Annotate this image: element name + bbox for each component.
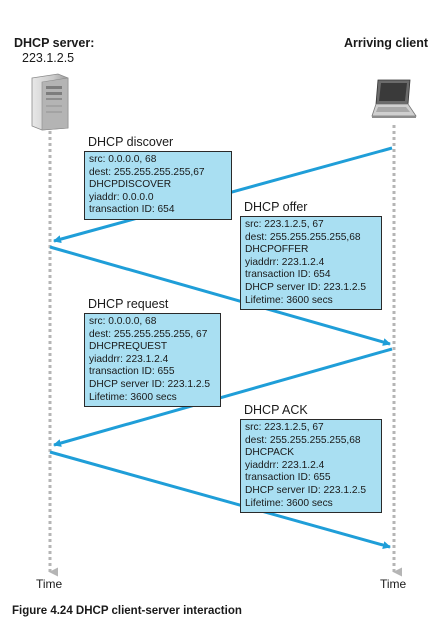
ack-line: dest: 255.255.255.255,68 bbox=[245, 434, 361, 446]
ack-box: src: 223.1.2.5, 67 dest: 255.255.255.255… bbox=[240, 419, 382, 514]
request-line: dest: 255.255.255.255, 67 bbox=[89, 328, 208, 340]
ack-line: transaction ID: 655 bbox=[245, 472, 331, 484]
request-line: yiaddrr: 223.1.2.4 bbox=[89, 353, 169, 365]
request-line: transaction ID: 655 bbox=[89, 366, 175, 378]
discover-box: src: 0.0.0.0, 68 dest: 255.255.255.255,6… bbox=[84, 151, 232, 220]
discover-line: dest: 255.255.255.255,67 bbox=[89, 166, 205, 178]
request-title: DHCP request bbox=[88, 297, 169, 311]
discover-line: DHCPDISCOVER bbox=[89, 179, 172, 191]
offer-line: yiaddrr: 223.1.2.4 bbox=[245, 256, 325, 268]
offer-box: src: 223.1.2.5, 67 dest: 255.255.255.255… bbox=[240, 216, 382, 311]
offer-line: Lifetime: 3600 secs bbox=[245, 294, 333, 306]
request-line: Lifetime: 3600 secs bbox=[89, 391, 177, 403]
discover-line: yiaddr: 0.0.0.0 bbox=[89, 191, 154, 203]
request-line: src: 0.0.0.0, 68 bbox=[89, 316, 157, 327]
ack-line: src: 223.1.2.5, 67 bbox=[245, 422, 324, 433]
server-title: DHCP server: bbox=[14, 36, 95, 50]
ack-title: DHCP ACK bbox=[244, 403, 308, 417]
client-title: Arriving client bbox=[344, 36, 429, 50]
laptop-icon bbox=[371, 79, 417, 118]
offer-line: DHCP server ID: 223.1.2.5 bbox=[245, 281, 366, 293]
figure-caption: Figure 4.24 DHCP client-server interacti… bbox=[12, 605, 242, 617]
request-box: src: 0.0.0.0, 68 dest: 255.255.255.255, … bbox=[84, 313, 221, 408]
offer-line: DHCPOFFER bbox=[245, 244, 309, 256]
client-time-label: Time bbox=[380, 577, 407, 591]
discover-line: src: 0.0.0.0, 68 bbox=[89, 154, 157, 165]
ack-line: yiaddrr: 223.1.2.4 bbox=[245, 459, 325, 471]
server-time-label: Time bbox=[36, 577, 63, 591]
request-line: DHCPREQUEST bbox=[89, 341, 168, 353]
request-arrow bbox=[53, 347, 393, 447]
offer-line: dest: 255.255.255.255,68 bbox=[245, 231, 361, 243]
offer-arrow bbox=[49, 245, 391, 346]
ack-line: DHCPACK bbox=[245, 447, 295, 459]
discover-title: DHCP discover bbox=[88, 135, 174, 149]
ack-line: Lifetime: 3600 secs bbox=[245, 497, 333, 509]
offer-line: src: 223.1.2.5, 67 bbox=[245, 219, 324, 230]
ack-arrow bbox=[49, 450, 391, 549]
server-tower-icon bbox=[31, 73, 69, 131]
discover-line: transaction ID: 654 bbox=[89, 204, 175, 216]
server-address: 223.1.2.5 bbox=[22, 51, 75, 65]
ack-line: DHCP server ID: 223.1.2.5 bbox=[245, 484, 366, 496]
offer-line: transaction ID: 654 bbox=[245, 269, 331, 281]
offer-title: DHCP offer bbox=[244, 200, 308, 214]
request-line: DHCP server ID: 223.1.2.5 bbox=[89, 378, 210, 390]
